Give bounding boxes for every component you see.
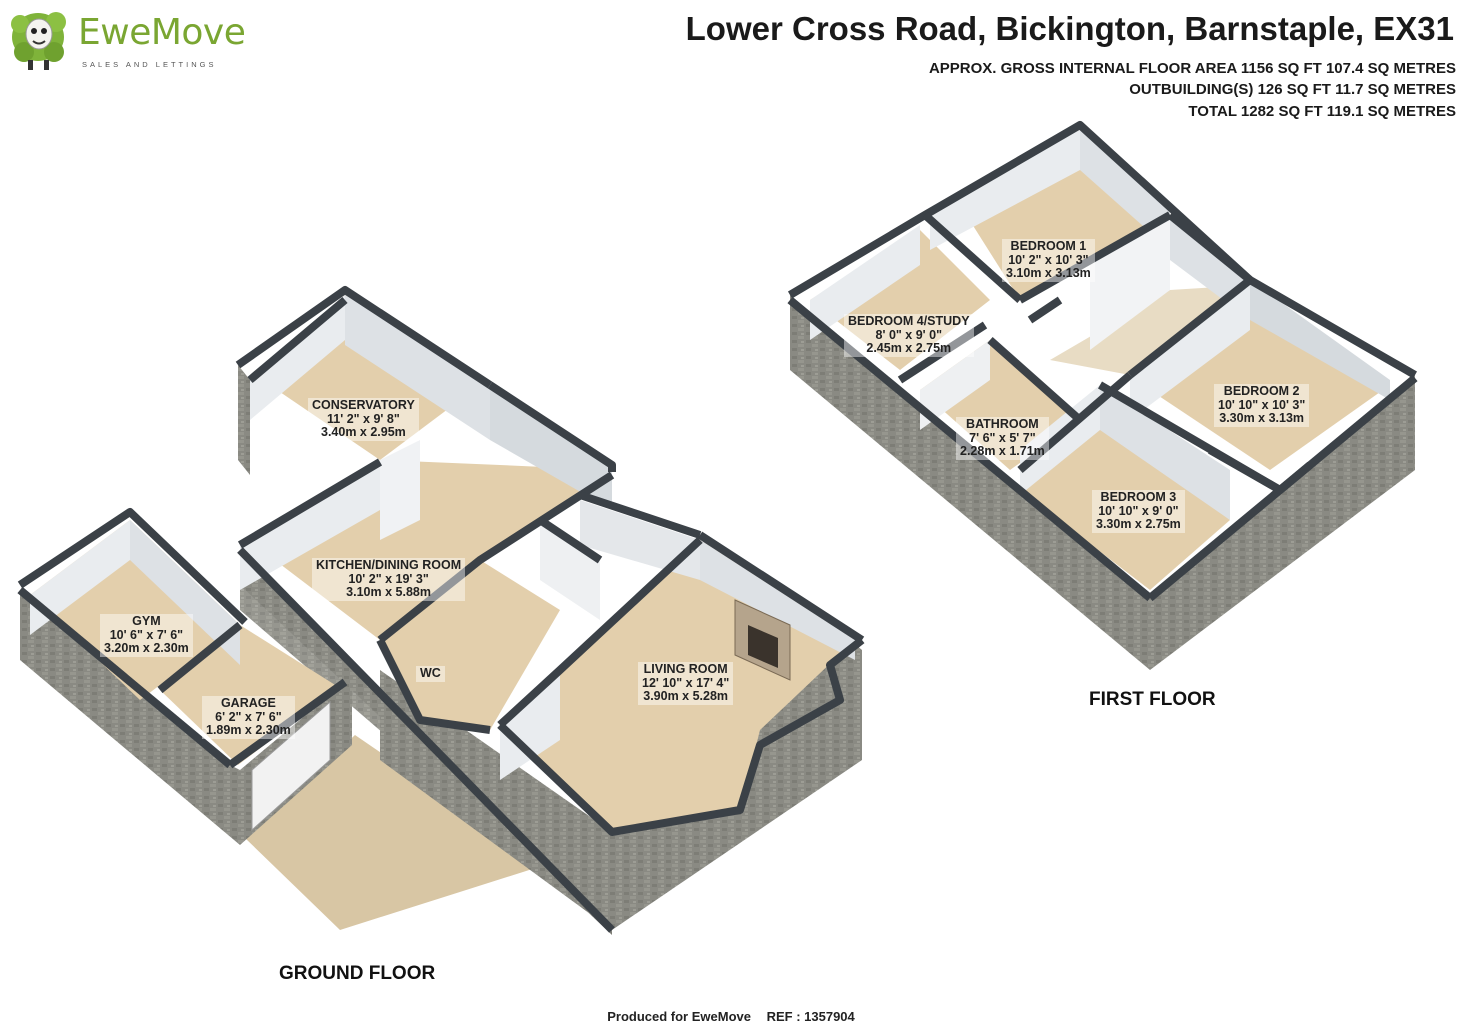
bedroom3-floor: [1020, 420, 1230, 590]
driveway: [245, 735, 545, 930]
bedroom2-metric: 3.30m x 3.13m: [1219, 411, 1305, 425]
first-front-brick: [1150, 375, 1415, 670]
garage-floor: [160, 625, 340, 765]
living-name: LIVING ROOM: [643, 662, 728, 676]
room-label-bathroom: BATHROOM 7' 6" x 5' 7" 2.28m x 1.71m: [956, 417, 1049, 460]
bedroom4-floor: [810, 230, 990, 370]
bathroom-name: BATHROOM: [966, 417, 1039, 431]
room-label-gym: GYM 10' 6" x 7' 6" 3.20m x 2.30m: [100, 614, 193, 657]
first-left-brick: [790, 295, 1150, 670]
kitchen-imperial: 10' 2" x 19' 3": [348, 571, 429, 586]
property-address: Lower Cross Road, Bickington, Barnstaple…: [685, 10, 1454, 47]
bedroom2-name: BEDROOM 2: [1223, 384, 1300, 398]
brand-name: EweMove: [78, 12, 246, 53]
gym-name: GYM: [132, 614, 161, 628]
bedroom2-imperial: 10' 10" x 10' 3": [1218, 397, 1306, 412]
brand-tagline: SALES AND LETTINGS: [82, 60, 217, 69]
bedroom3-metric: 3.30m x 2.75m: [1096, 517, 1181, 531]
ewemove-logo: EweMove SALES AND LETTINGS: [6, 4, 246, 74]
outbuilding-area-line: OUTBUILDING(S) 126 SQ FT 11.7 SQ METRES: [1129, 81, 1456, 98]
gym-imperial: 10' 6" x 7' 6": [109, 627, 184, 642]
room-label-conservatory: CONSERVATORY 11' 2" x 9' 8" 3.40m x 2.95…: [308, 398, 419, 441]
reference-text: REF : 1357904: [766, 1009, 855, 1024]
gross-area-line: APPROX. GROSS INTERNAL FLOOR AREA 1156 S…: [928, 60, 1456, 77]
garage-name: GARAGE: [220, 696, 276, 710]
landing-floor: [1050, 285, 1250, 375]
conservatory-brick: [238, 365, 250, 475]
ground-floor-plan: [17, 286, 865, 935]
room-label-bedroom3: BEDROOM 3 10' 10" x 9' 0" 3.30m x 2.75m: [1092, 490, 1185, 533]
ground-floor-label: GROUND FLOOR: [279, 963, 436, 984]
footer: Produced for EweMove REF : 1357904: [0, 1009, 1462, 1024]
room-label-bedroom2: BEDROOM 2 10' 10" x 10' 3" 3.30m x 3.13m: [1214, 384, 1310, 427]
hall-floor: [380, 560, 560, 730]
gym-brick-wall: [20, 585, 240, 845]
conservatory-metric: 3.40m x 2.95m: [321, 425, 406, 439]
bedroom1-metric: 3.10m x 3.13m: [1006, 266, 1091, 280]
room-label-garage: GARAGE 6' 2" x 7' 6" 1.89m x 2.30m: [202, 696, 295, 739]
kitchen-name: KITCHEN/DINING ROOM: [316, 558, 462, 572]
bathroom-imperial: 7' 6" x 5' 7": [969, 430, 1036, 445]
total-area-line: TOTAL 1282 SQ FT 119.1 SQ METRES: [1188, 103, 1456, 120]
room-label-kitchen: KITCHEN/DINING ROOM 10' 2" x 19' 3" 3.10…: [312, 558, 466, 601]
garage-imperial: 6' 2" x 7' 6": [215, 709, 282, 724]
wc-name: WC: [420, 666, 441, 680]
conservatory-name: CONSERVATORY: [312, 398, 415, 412]
produced-for-text: Produced for EweMove: [607, 1009, 751, 1024]
garage-door: [251, 700, 331, 832]
bedroom1-imperial: 10' 2" x 10' 3": [1008, 252, 1089, 267]
bedroom4-name: BEDROOM 4/STUDY: [848, 314, 970, 328]
conservatory-imperial: 11' 2" x 9' 8": [327, 411, 400, 426]
room-label-wc: WC: [416, 666, 445, 682]
bedroom3-imperial: 10' 10" x 9' 0": [1098, 503, 1179, 518]
first-floor-label: FIRST FLOOR: [1089, 689, 1216, 710]
first-floor-plan: [787, 121, 1418, 670]
bedroom4-imperial: 8' 0" x 9' 0": [875, 327, 942, 342]
room-label-bedroom4: BEDROOM 4/STUDY 8' 0" x 9' 0" 2.45m x 2.…: [844, 314, 974, 357]
bedroom1-name: BEDROOM 1: [1010, 239, 1087, 253]
first-wall-tops: [787, 121, 1418, 602]
bathroom-metric: 2.28m x 1.71m: [960, 444, 1045, 458]
garage-metric: 1.89m x 2.30m: [206, 723, 291, 737]
living-metric: 3.90m x 5.28m: [643, 689, 729, 703]
room-label-living: LIVING ROOM 12' 10" x 17' 4" 3.90m x 5.2…: [638, 662, 734, 705]
ground-wall-tops: [17, 286, 865, 933]
living-imperial: 12' 10" x 17' 4": [642, 675, 730, 690]
bedroom3-name: BEDROOM 3: [1100, 490, 1177, 504]
sheep-mascot-icon: [11, 12, 66, 70]
gym-metric: 3.20m x 2.30m: [104, 641, 189, 655]
room-label-bedroom1: BEDROOM 1 10' 2" x 10' 3" 3.10m x 3.13m: [1002, 239, 1095, 282]
bedroom4-metric: 2.45m x 2.75m: [866, 341, 952, 355]
kitchen-metric: 3.10m x 5.88m: [346, 585, 431, 599]
